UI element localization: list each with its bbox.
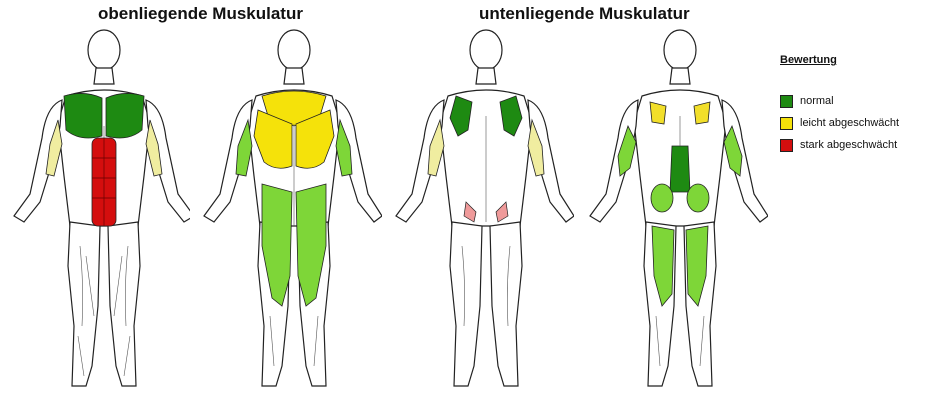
legend-swatch-normal <box>780 95 793 108</box>
pectoralis-right-region <box>106 93 144 138</box>
legend-swatch-light-weak <box>780 117 793 130</box>
erector-spinae-region <box>670 146 690 192</box>
rhomboid-right-region <box>694 102 710 124</box>
figure-deep-front <box>384 26 574 394</box>
legend-label-strong-weak: stark abgeschwächt <box>800 139 897 151</box>
body-back-diagram-deep <box>578 26 768 394</box>
legend-label-light-weak: leicht abgeschwächt <box>800 117 899 129</box>
legend-title: Bewertung <box>780 54 899 66</box>
figure-superficial-front <box>0 26 190 394</box>
legend-label-normal: normal <box>800 95 834 107</box>
gluteus-medius-right-region <box>687 184 709 212</box>
body-front-diagram-deep <box>384 26 574 394</box>
gluteus-medius-left-region <box>651 184 673 212</box>
figure-superficial-back <box>192 26 382 394</box>
figure-deep-back <box>578 26 768 394</box>
legend-swatch-strong-weak <box>780 139 793 152</box>
body-back-diagram-superficial <box>192 26 382 394</box>
pectoralis-left-region <box>64 93 102 138</box>
legend: Bewertung normal leicht abgeschwächt sta… <box>780 54 899 156</box>
heading-deep-muscles: untenliegende Muskulatur <box>479 4 690 24</box>
heading-superficial-muscles: obenliegende Muskulatur <box>98 4 303 24</box>
body-outline <box>396 30 574 386</box>
body-front-diagram-superficial <box>0 26 190 394</box>
legend-item-strong-weak: stark abgeschwächt <box>780 134 899 156</box>
rhomboid-left-region <box>650 102 666 124</box>
legend-item-light-weak: leicht abgeschwächt <box>780 112 899 134</box>
body-outline <box>590 30 768 386</box>
body-outline <box>204 30 382 386</box>
legend-item-normal: normal <box>780 90 899 112</box>
